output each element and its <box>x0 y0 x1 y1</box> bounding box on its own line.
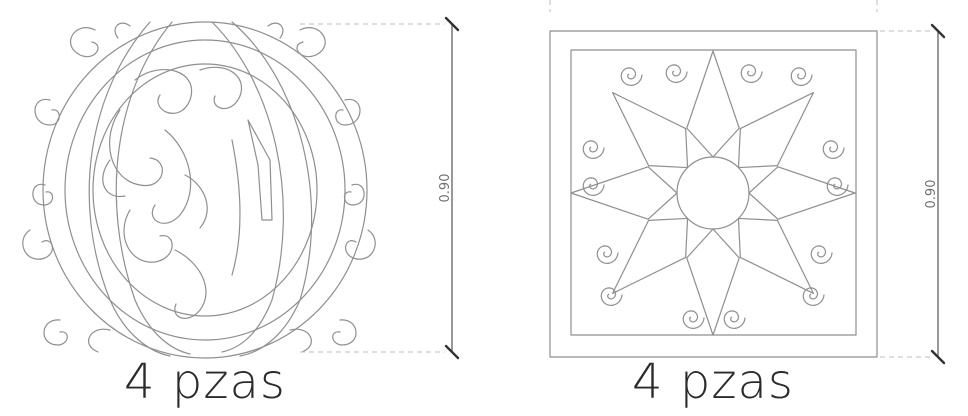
star-petal <box>748 166 856 220</box>
star-petal <box>686 228 740 336</box>
quantity-label-right: 4 pzas <box>632 354 794 410</box>
spiral-curl <box>665 64 688 83</box>
quantity-label-left: 4 pzas <box>124 354 286 410</box>
dimension-label-left: 0.90 <box>438 174 453 203</box>
height-dimension-right: 0.90 <box>549 0 946 365</box>
spiral-curl <box>620 67 643 86</box>
spiral-curl <box>826 177 849 196</box>
spiral-curl <box>582 177 605 196</box>
spiral-curl <box>600 287 623 306</box>
height-dimension-left: 0.90 <box>300 16 460 360</box>
ornamental-monogram-drawing <box>22 21 376 359</box>
star-petal <box>737 91 815 169</box>
spiral-curl <box>810 245 833 264</box>
star-petal <box>611 217 689 295</box>
spiral-curl <box>790 67 813 86</box>
spiral-curl <box>582 140 605 159</box>
spiral-curl <box>740 64 763 83</box>
spiral-curl <box>802 287 825 306</box>
star-petal <box>737 217 815 295</box>
spiral-curl <box>822 140 845 159</box>
dimension-label-right: 0.90 <box>924 180 939 209</box>
star-petal <box>611 91 689 169</box>
star-petal <box>686 50 740 158</box>
spiral-curl <box>682 310 705 329</box>
square-flower-tile-drawing <box>549 30 878 358</box>
star-petal <box>570 166 678 220</box>
spiral-curl <box>723 310 746 329</box>
spiral-curl <box>596 245 619 264</box>
